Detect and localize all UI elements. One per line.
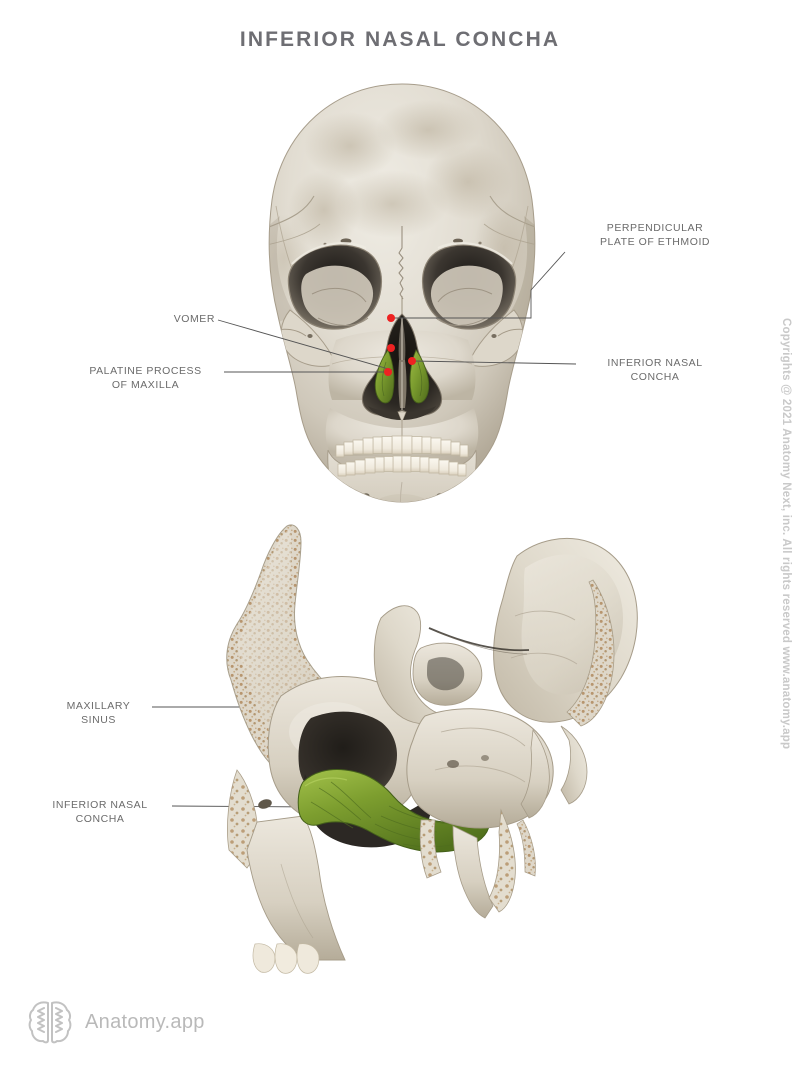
label-vomer: VOMER [173,313,215,325]
footer-branding: Anatomy.app [28,998,205,1046]
label-perpendicular-plate-of-ethmoid: PERPENDICULAR PLATE OF ETHMOID [599,222,711,248]
brain-icon [28,998,72,1046]
anterior-skull-figure [232,78,572,523]
brand-name: Anatomy.app [85,1010,205,1033]
sagittal-maxilla-figure [185,520,645,975]
label-palatine-process-of-maxilla: PALATINE PROCESS OF MAXILLA [89,365,202,391]
label-inferior-nasal-concha-anterior: INFERIOR NASAL CONCHA [607,357,703,383]
label-inferior-nasal-concha-sagittal: INFERIOR NASAL CONCHA [52,799,148,825]
copyright-text: Copyrights @ 2021 Anatomy Next, inc. All… [780,318,792,750]
copyright-notice: Copyrights @ 2021 Anatomy Next, inc. All… [771,0,800,1068]
page-title: INFERIOR NASAL CONCHA [239,28,561,51]
label-maxillary-sinus: MAXILLARY SINUS [66,700,131,726]
